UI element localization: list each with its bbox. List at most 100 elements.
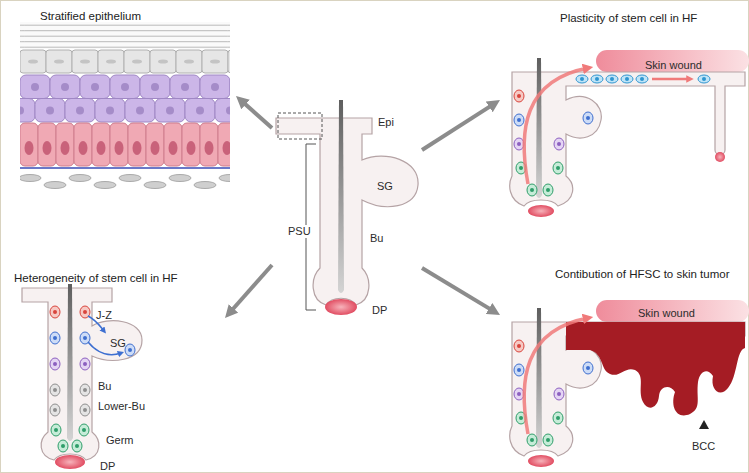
basement-membrane bbox=[20, 167, 230, 169]
spinous-cell bbox=[20, 99, 35, 123]
stem-cell-nucleus bbox=[517, 344, 521, 348]
stem-cell bbox=[576, 75, 588, 83]
part-label: BCC bbox=[692, 440, 715, 453]
wound-follicle bbox=[536, 58, 542, 198]
fibroblast bbox=[219, 175, 230, 182]
granular-cell bbox=[202, 50, 228, 73]
stem-cell-nucleus bbox=[53, 408, 57, 412]
stem-cell bbox=[553, 412, 563, 424]
basal-cell bbox=[187, 141, 196, 155]
migration-arrow bbox=[524, 68, 588, 184]
part-label: Bu bbox=[98, 380, 111, 393]
stem-cell-nucleus bbox=[586, 116, 590, 120]
tumor-follicle bbox=[510, 322, 745, 456]
panel-title: Plasticity of stem cell in HF bbox=[560, 12, 697, 25]
basal-cell bbox=[92, 123, 110, 166]
stem-cell bbox=[50, 404, 60, 416]
part-label: Bu bbox=[370, 232, 383, 245]
spinous-cell bbox=[35, 99, 65, 123]
wound-follicle bbox=[528, 205, 554, 217]
hair-follicle bbox=[338, 100, 344, 293]
stem-cell-nucleus bbox=[517, 94, 521, 98]
spinous-cell bbox=[166, 107, 174, 115]
granular-cell bbox=[72, 50, 98, 73]
stem-cell bbox=[591, 75, 603, 83]
basal-cell bbox=[43, 141, 52, 155]
fibroblast bbox=[44, 182, 66, 189]
migration-arrow bbox=[652, 78, 690, 81]
fibroblast bbox=[194, 182, 216, 189]
granular-cell bbox=[106, 60, 116, 64]
fibroblast bbox=[119, 175, 141, 182]
stem-cell bbox=[80, 384, 90, 396]
basal-cell bbox=[74, 123, 92, 166]
spinous-cell bbox=[31, 83, 39, 91]
granular-cell bbox=[46, 50, 72, 73]
stem-cell bbox=[514, 114, 524, 126]
plasticity-panel: Plasticity of stem cell in HF Skin wound bbox=[500, 6, 746, 218]
spinous-cell bbox=[121, 83, 129, 91]
granular-cell bbox=[98, 50, 124, 73]
stem-cell-nucleus bbox=[546, 188, 550, 192]
stem-cell bbox=[50, 306, 60, 318]
stem-cell-nucleus bbox=[128, 348, 132, 352]
spinous-cell bbox=[125, 99, 155, 123]
basal-cell bbox=[128, 123, 146, 166]
granular-cell bbox=[158, 60, 168, 64]
basal-cell bbox=[38, 123, 56, 166]
basal-cell bbox=[115, 141, 124, 155]
stem-cell-nucleus bbox=[595, 77, 599, 81]
granular-cell bbox=[28, 60, 38, 64]
granular-cell bbox=[184, 60, 194, 64]
stem-cell-nucleus bbox=[625, 77, 629, 81]
keratin-layer bbox=[20, 47, 230, 48]
stem-cell bbox=[553, 162, 563, 174]
stem-cell-nucleus bbox=[75, 444, 79, 448]
epithelium-panel: Stratified epithelium bbox=[18, 6, 236, 196]
spinous-cell bbox=[110, 75, 140, 99]
stem-cell-nucleus bbox=[517, 368, 521, 372]
hair-follicle bbox=[325, 299, 357, 315]
stem-cell bbox=[58, 440, 68, 452]
fibroblast bbox=[144, 182, 166, 189]
part-label: Lower-Bu bbox=[98, 400, 145, 413]
spinous-cell bbox=[20, 75, 50, 99]
stem-cell-nucleus bbox=[556, 416, 560, 420]
part-label: Skin wound bbox=[645, 59, 702, 72]
migration-arrow bbox=[524, 318, 588, 434]
stem-cell bbox=[79, 424, 89, 436]
hair-follicle bbox=[276, 118, 418, 305]
stem-cell bbox=[72, 440, 82, 452]
spinous-cell bbox=[136, 107, 144, 115]
fibroblast bbox=[169, 175, 191, 182]
granular-cell bbox=[210, 60, 220, 64]
stem-cell-nucleus bbox=[83, 362, 87, 366]
stem-cell bbox=[80, 404, 90, 416]
basal-cell bbox=[218, 123, 230, 166]
stem-cell-nucleus bbox=[519, 416, 523, 420]
wound-follicle bbox=[510, 50, 749, 217]
part-label: SG bbox=[377, 180, 393, 193]
fibroblast bbox=[20, 175, 41, 182]
heterogeneity-follicle bbox=[22, 288, 142, 460]
part-label: DP bbox=[100, 460, 115, 473]
basal-cell bbox=[133, 141, 142, 155]
spinous-cell bbox=[106, 107, 114, 115]
stem-cell bbox=[583, 112, 593, 124]
follicle-figure: EpiSGPSUBuDP bbox=[272, 96, 422, 319]
spinous-cell bbox=[215, 99, 230, 123]
stem-cell-nucleus bbox=[53, 388, 57, 392]
part-label: Skin wound bbox=[638, 307, 695, 320]
basal-cell bbox=[146, 123, 164, 166]
part-label: DP bbox=[372, 304, 387, 317]
spinous-cell bbox=[46, 107, 54, 115]
granular-cell bbox=[80, 60, 90, 64]
stem-cell bbox=[606, 75, 618, 83]
basal-cell bbox=[61, 141, 70, 155]
spinous-cell bbox=[80, 75, 110, 99]
stem-cell-nucleus bbox=[546, 438, 550, 442]
spinous-cell bbox=[95, 99, 125, 123]
stem-cell bbox=[583, 362, 593, 374]
stem-cell bbox=[698, 75, 710, 83]
